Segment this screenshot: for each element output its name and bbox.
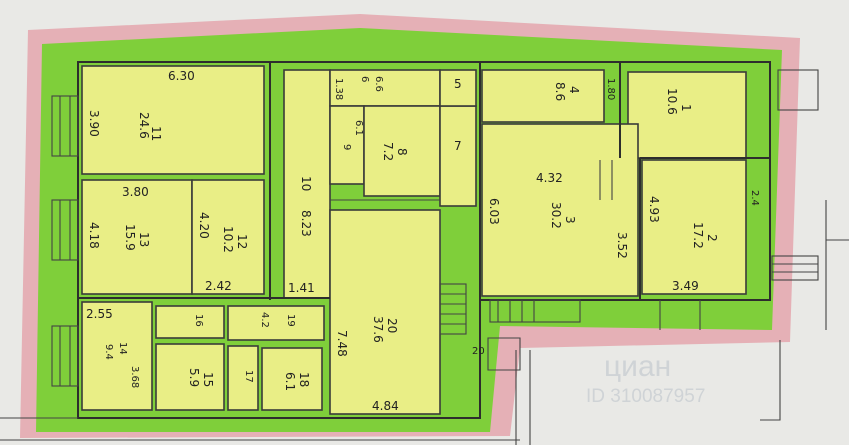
step-label: 20 [472,346,485,357]
room-9 [329,105,365,185]
room-19-area: 4.2 [259,312,270,328]
room-8-area: 7.2 [381,142,395,161]
room-2-area: 17.2 [691,222,705,249]
room-1-num: 1 [679,104,693,112]
room-2-dim-small: 2.4 [749,190,760,206]
room-14-dim-side: 3.68 [129,366,140,388]
room-13-area: 15.9 [123,224,137,251]
room-9-num: 9 [341,144,352,150]
room-12-dim-bottom: 2.42 [205,279,232,293]
room-18-area: 6.1 [283,372,297,391]
room-19 [227,305,325,341]
room-6-dim: 1.38 [333,78,344,100]
room-2-dim-side: 4.93 [647,196,661,223]
room-20-area: 37.6 [371,316,385,343]
room-17 [227,345,259,411]
room-20-dim-bottom: 4.84 [372,399,399,413]
room-13-num: 13 [137,232,151,247]
room-16 [155,305,225,339]
room-17-num: 17 [243,370,254,383]
room-5 [439,69,477,107]
room-6-area: 6.6 [373,76,384,92]
room-3-dim-top: 4.32 [536,171,563,185]
room-4 [481,69,605,123]
room-15-num: 15 [201,372,215,387]
room-2 [641,159,747,295]
room-13-dim-side: 4.18 [87,222,101,249]
room-14-dim-top: 2.55 [86,307,113,321]
room-18 [261,347,323,411]
room-11-area: 24.6 [137,112,151,139]
room-3 [481,123,639,297]
watermark: циан ID 310087957 [586,350,705,407]
watermark-brand: циан [604,350,671,383]
room-9-area: 6.1 [353,120,364,136]
room-20-num: 20 [385,318,399,333]
room-6 [329,69,441,107]
room-14-area: 9.4 [103,344,114,360]
room-20 [329,209,441,415]
room-18-num: 18 [297,372,311,387]
room-12-num: 12 [235,234,249,249]
watermark-id: ID 310087957 [586,386,705,407]
room-4-area: 8.6 [553,82,567,101]
room-2-num: 2 [705,234,719,242]
room-3-num: 3 [563,216,577,224]
room-7 [439,105,477,207]
room-13 [81,179,193,295]
room-10-area: 8.23 [299,210,313,237]
room-12 [191,179,265,295]
room-8-num: 8 [395,148,409,156]
outside-right [0,69,849,445]
room-2-dim-bottom: 3.49 [672,279,699,293]
room-19-num: 19 [285,314,296,327]
room-5-num: 5 [454,77,462,91]
room-15-area: 5.9 [187,368,201,387]
room-4-num: 4 [567,86,581,94]
room-11-num: 11 [149,126,163,141]
room-3-dim-right: 3.52 [615,232,629,259]
room-1-area: 10.6 [665,88,679,115]
rooms [81,65,747,415]
room-11-dim-top: 6.30 [168,69,195,83]
room-6-num: 6 [359,76,370,82]
windows-left [51,95,79,387]
room-1-dim: 1.80 [605,78,616,100]
room-12-area: 10.2 [221,226,235,253]
room-16-num: 16 [193,314,204,327]
room-10-num: 10 [299,176,313,191]
room-3-dim-left: 6.03 [487,198,501,225]
room-15 [155,343,225,411]
room-labels: 6.30 11 24.6 3.90 3.80 13 15.9 4.18 12 1… [86,69,760,413]
room-3-area: 30.2 [549,202,563,229]
room-11 [81,65,265,175]
room-1 [627,71,747,159]
room-20-dim-side: 7.48 [335,330,349,357]
room-14-num: 14 [117,342,128,355]
room-11-dim-side: 3.90 [87,110,101,137]
room-14 [81,301,153,411]
room-13-dim-top: 3.80 [122,185,149,199]
room-10-dim-bottom: 1.41 [288,281,315,295]
room-12-dim-side: 4.20 [197,212,211,239]
room-7-num: 7 [454,139,462,153]
